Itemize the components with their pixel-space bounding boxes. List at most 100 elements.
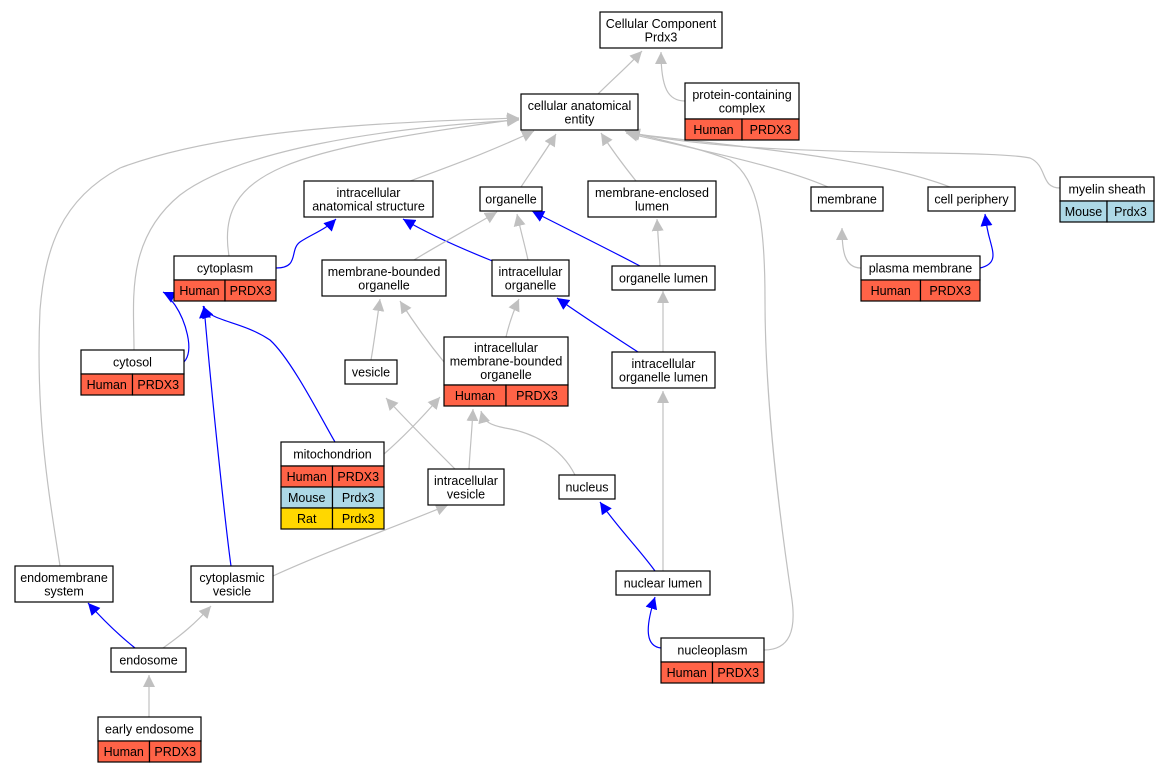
edges-layer <box>38 50 1061 718</box>
node-nucleus[interactable]: nucleus <box>558 474 616 500</box>
node-label: lumen <box>635 199 669 213</box>
node-box <box>303 180 434 218</box>
edge-is-a-myelin-sheath-to-cellular-anatomical-entity <box>627 128 1061 189</box>
node-endosome[interactable]: endosome <box>110 647 187 673</box>
node-organelle-lumen[interactable]: organelle lumen <box>611 265 716 291</box>
node-box <box>97 716 202 742</box>
edge-is-a-cellular-anatomical-entity-to-root <box>597 50 643 95</box>
gene-label: PRDX3 <box>717 666 759 680</box>
node-label: vesicle <box>447 487 485 501</box>
edge-is-a-intracellular-anatomical-structure-to-cellular-anatomical-entity <box>409 130 535 182</box>
node-label: myelin sheath <box>1068 183 1145 197</box>
edge-part-of-organelle-lumen-to-organelle <box>531 210 641 267</box>
edge-is-a-nucleoplasm-to-cellular-anatomical-entity <box>624 128 794 651</box>
node-organelle[interactable]: organelle <box>479 186 543 212</box>
node-label: cytosol <box>113 356 152 370</box>
node-box <box>611 351 716 389</box>
node-label: mitochondrion <box>293 448 372 462</box>
node-label: intracellular <box>474 341 538 355</box>
node-label: organelle lumen <box>619 370 708 384</box>
node-label: endomembrane <box>20 571 108 585</box>
gene-cell <box>148 740 202 763</box>
node-box <box>660 637 765 663</box>
edge-part-of-intracellular-organelle-to-intracellular-anatomical-structure <box>402 218 496 263</box>
node-box <box>684 82 800 120</box>
node-label: cell periphery <box>934 193 1009 207</box>
node-label: anatomical structure <box>312 199 425 213</box>
node-nuclear-lumen[interactable]: nuclear lumen <box>615 570 711 596</box>
node-label: organelle <box>485 193 536 207</box>
node-label: complex <box>719 101 766 115</box>
node-intracellular-membrane-bounded-organelle[interactable]: intracellularmembrane-boundedorganelleHu… <box>443 336 569 407</box>
edge-is-a-intracellular-organelle-to-organelle <box>513 213 529 261</box>
node-membrane[interactable]: membrane <box>810 186 884 212</box>
edge-is-a-intracellular-vesicle-to-vesicle <box>385 397 456 470</box>
node-label: cytoplasmic <box>199 571 264 585</box>
species-label: Mouse <box>288 491 326 505</box>
gene-label: PRDX3 <box>750 123 792 137</box>
species-label: Rat <box>297 512 317 526</box>
species-label: Human <box>287 470 327 484</box>
node-box <box>611 265 716 291</box>
node-label: membrane-bounded <box>328 265 441 279</box>
edge-is-a-membrane-enclosed-lumen-to-cellular-anatomical-entity <box>600 132 637 182</box>
species-label: Human <box>104 745 144 759</box>
node-vesicle[interactable]: vesicle <box>344 359 398 385</box>
node-box <box>520 93 639 131</box>
node-box <box>321 259 447 297</box>
gene-cell <box>224 279 277 302</box>
node-label: vesicle <box>352 366 390 380</box>
gene-cell <box>741 118 800 141</box>
edge-is-a-vesicle-to-membrane-bounded-organelle <box>370 298 385 361</box>
node-box <box>344 359 398 385</box>
node-label: vesicle <box>213 584 251 598</box>
edge-part-of-nuclear-lumen-to-nucleus <box>599 501 656 572</box>
gene-label: Prdx3 <box>1114 205 1147 219</box>
node-label: entity <box>565 112 596 126</box>
node-label: plasma membrane <box>869 262 973 276</box>
node-box <box>427 468 505 506</box>
node-box <box>558 474 616 500</box>
node-label: membrane-enclosed <box>595 186 709 200</box>
edge-is-a-mitochondrion-to-intracellular-membrane-bounded-organelle <box>383 396 441 455</box>
node-label: membrane <box>817 193 877 207</box>
species-label: Human <box>87 378 127 392</box>
node-box <box>14 565 114 603</box>
edge-is-a-cytosol-to-cellular-anatomical-entity <box>132 114 520 351</box>
edge-is-a-intracellular-membrane-bounded-organelle-to-membrane-bounded-organelle <box>399 300 445 363</box>
node-label: intracellular <box>499 265 563 279</box>
edge-part-of-cytoplasmic-vesicle-to-cytoplasm <box>199 305 232 567</box>
edge-part-of-endosome-to-endomembrane-system <box>87 602 136 649</box>
node-label: intracellular <box>337 186 401 200</box>
edge-is-a-plasma-membrane-to-membrane <box>836 227 862 269</box>
node-cell-periphery[interactable]: cell periphery <box>927 186 1016 212</box>
edge-is-a-organelle-to-cellular-anatomical-entity <box>520 133 557 188</box>
node-box <box>615 570 711 596</box>
